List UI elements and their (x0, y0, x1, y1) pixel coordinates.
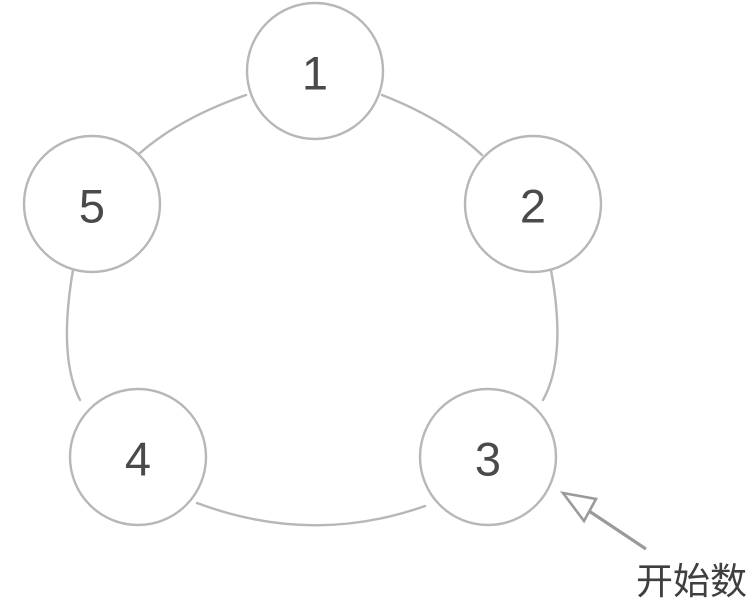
node-4-label: 4 (125, 433, 151, 486)
node-3-label: 3 (475, 433, 501, 486)
link-group (65, 93, 559, 527)
link-5-1 (138, 93, 248, 155)
start-pointer-arrow-icon (559, 491, 647, 551)
node-3-circle[interactable] (418, 387, 558, 527)
link-4-5 (65, 268, 82, 402)
node-2-label: 2 (520, 180, 546, 233)
node-1[interactable]: 1 (245, 1, 385, 141)
node-3[interactable]: 3 (418, 387, 558, 527)
node-1-circle[interactable] (245, 1, 385, 141)
arrow-head (559, 491, 599, 524)
node-4-circle[interactable] (68, 387, 208, 527)
link-1-2 (380, 93, 484, 157)
node-4[interactable]: 4 (68, 387, 208, 527)
node-5-circle[interactable] (22, 134, 162, 274)
node-5-label: 5 (79, 180, 105, 233)
arrow-shaft (588, 509, 647, 551)
node-5[interactable]: 5 (22, 134, 162, 274)
node-1-label: 1 (302, 47, 328, 100)
start-pointer-label: 开始数 (636, 561, 747, 602)
node-2[interactable]: 2 (463, 134, 603, 274)
link-2-3 (541, 268, 559, 402)
link-3-4 (195, 501, 427, 527)
node-2-circle[interactable] (463, 134, 603, 274)
